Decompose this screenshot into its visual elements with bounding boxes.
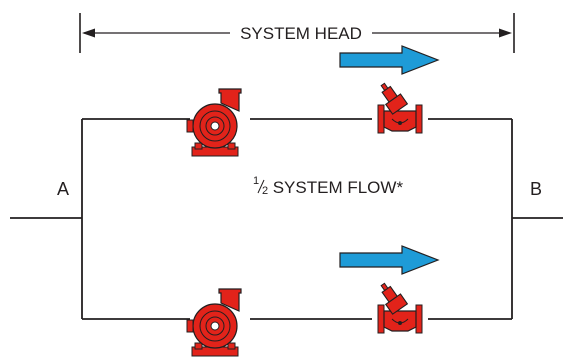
lower-flow-arrow-icon	[339, 245, 439, 275]
half-system-flow-label: 1 2 SYSTEM FLOW*	[253, 175, 403, 197]
piping	[10, 118, 563, 320]
head-left-arrowhead	[82, 28, 95, 38]
upper-valve-icon	[374, 78, 423, 134]
node-a-label: A	[57, 179, 69, 199]
upper-pump-icon	[186, 88, 242, 157]
lower-pump-icon	[186, 288, 242, 357]
system-head-label: SYSTEM HEAD	[240, 24, 362, 43]
upper-flow-arrow-icon	[339, 45, 439, 75]
head-right-arrowhead	[499, 28, 512, 38]
system-head-dimension: SYSTEM HEAD	[79, 13, 515, 53]
lower-valve-icon	[374, 278, 423, 334]
fraction-denominator: 2	[262, 185, 268, 197]
node-b-label: B	[530, 179, 542, 199]
fraction-numerator: 1	[253, 175, 259, 187]
fraction-slash	[257, 179, 265, 194]
system-flow-label: SYSTEM FLOW*	[268, 178, 403, 197]
